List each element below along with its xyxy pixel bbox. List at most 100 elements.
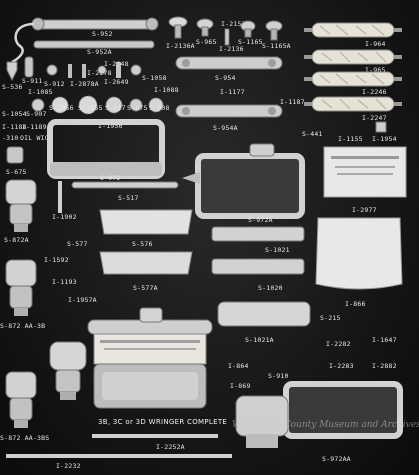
label-i2136a: I-2136A [166, 42, 195, 50]
label-i1085: I-1085 [28, 88, 53, 96]
label-s1165: S-1165 [238, 38, 263, 46]
long-rod-i2252a [92, 434, 218, 438]
label-s972aa: S-972AA [322, 455, 351, 463]
label-s952: S-952 [92, 30, 113, 38]
label-i1954: I-1954 [372, 135, 397, 143]
label-s954a: S-954A [213, 124, 238, 132]
label-i2232: I-2232 [56, 462, 81, 470]
small-bracket-i1954 [375, 121, 387, 133]
label-s1021a: S-1021A [245, 336, 274, 344]
bar-s517 [71, 181, 179, 189]
rod-i1902 [58, 181, 62, 213]
label-s910: S-910 [268, 372, 289, 380]
label-s872a: S-872A [4, 236, 29, 244]
roller-i2246 [304, 71, 402, 87]
label-s1020: S-1020 [258, 284, 283, 292]
label-i1187: I-1187 [280, 98, 305, 106]
label-s908: S-908 [149, 104, 170, 112]
label-s907: S-907 [26, 110, 47, 118]
curved-wire-spring [11, 22, 35, 64]
label-s1021: S-1021 [265, 246, 290, 254]
cover-i866 [315, 217, 403, 290]
label-i1177: I-1177 [220, 88, 245, 96]
label-i2282: I-2282 [326, 340, 351, 348]
label-s675: S-675 [6, 168, 27, 176]
label-s215: S-215 [320, 314, 341, 322]
label-i2136: I-2136 [219, 45, 244, 53]
gearbox-s872a [5, 179, 37, 232]
drain-board-s1020 [211, 258, 305, 275]
label-s1165a: S-1165A [262, 42, 291, 50]
small-bolts-cluster [46, 62, 142, 78]
label-i964: I-964 [365, 40, 386, 48]
knob-s965 [196, 18, 214, 37]
label-i1155: I-1155 [338, 135, 363, 143]
label-oilwick: OIL WICK [20, 134, 53, 142]
label-i2252a: I-2252A [156, 443, 185, 451]
label-i2246: I-2246 [362, 88, 387, 96]
label-i1864: I-864 [228, 362, 249, 370]
wringer-frame-s954 [175, 56, 283, 70]
label-i2283: I-2283 [329, 362, 354, 370]
gearbox-s872aa3bs [5, 371, 37, 428]
knob-s1165a [265, 20, 283, 41]
roller-i2247 [304, 96, 402, 112]
label-i2157: I-2157 [221, 20, 246, 28]
label-s972: S-972 [100, 174, 121, 182]
label-i965: I-965 [365, 66, 386, 74]
label-i2247: I-2247 [362, 114, 387, 122]
label-s972a: S-972A [248, 216, 273, 224]
label-s517: S-517 [118, 194, 139, 202]
pin-i2136 [224, 28, 230, 46]
wringer-complete-caption: 3B, 3C or 3D WRINGER COMPLETE [98, 418, 228, 426]
label-s872aa3bs: S-872 AA-3BS [0, 434, 50, 442]
gears-row [31, 95, 164, 115]
label-s954: S-954 [215, 74, 236, 82]
gearbox-s872aa3b [5, 259, 37, 316]
label-s577: S-577 [67, 240, 88, 248]
wringer-frame-s972aa [235, 381, 403, 448]
wringer-top-bar-s952 [31, 17, 159, 31]
label-s536: S-536 [2, 83, 23, 91]
label-i1189: I-1189 [22, 123, 47, 131]
label-i866: I-866 [345, 300, 366, 308]
label-i1647: I-1647 [372, 336, 397, 344]
watermark: Wellington County Museum and Archives [232, 420, 419, 430]
label-s1055: S-1055 [78, 104, 103, 112]
long-rod-i2232 [6, 454, 232, 458]
label-i1956: I-1956 [98, 122, 123, 130]
label-i1193: I-1193 [52, 278, 77, 286]
label-s912: S-912 [44, 80, 65, 88]
knob-s1165 [240, 20, 256, 38]
label-i2977: I-2977 [352, 206, 377, 214]
link-s911 [24, 56, 34, 78]
label-s965: S-965 [196, 38, 217, 46]
wringer-frame-s972 [47, 119, 165, 179]
wringer-frame-s954a [175, 104, 283, 118]
label-i310: -310 [2, 134, 19, 142]
roller-i964 [304, 22, 402, 38]
label-i2649: I-2649 [104, 78, 129, 86]
label-s1058: S-1058 [142, 74, 167, 82]
wringer-frame-s972a [182, 143, 305, 219]
label-i2882: I-2882 [372, 362, 397, 370]
drain-board-s1021 [211, 226, 305, 242]
clip-s536 [6, 61, 18, 82]
label-i1592: I-1592 [44, 256, 69, 264]
knob-i2136a [168, 16, 188, 39]
label-s917: S-917 [105, 104, 126, 112]
label-i1902: I-1902 [52, 213, 77, 221]
gear-housing-s675 [6, 146, 24, 164]
label-i1869: I-869 [230, 382, 251, 390]
complete-wringer [87, 307, 213, 409]
roller-i965 [304, 49, 402, 65]
wringer-bar-s952a [33, 40, 155, 49]
label-s576: S-576 [132, 240, 153, 248]
label-s952a: S-952A [87, 48, 112, 56]
apron-s576 [99, 209, 193, 235]
gearbox-assembly-middle [49, 341, 87, 400]
label-s577a: S-577A [133, 284, 158, 292]
label-i2878a: I-2878A [70, 80, 99, 88]
label-s675a: S-675 [127, 104, 148, 112]
